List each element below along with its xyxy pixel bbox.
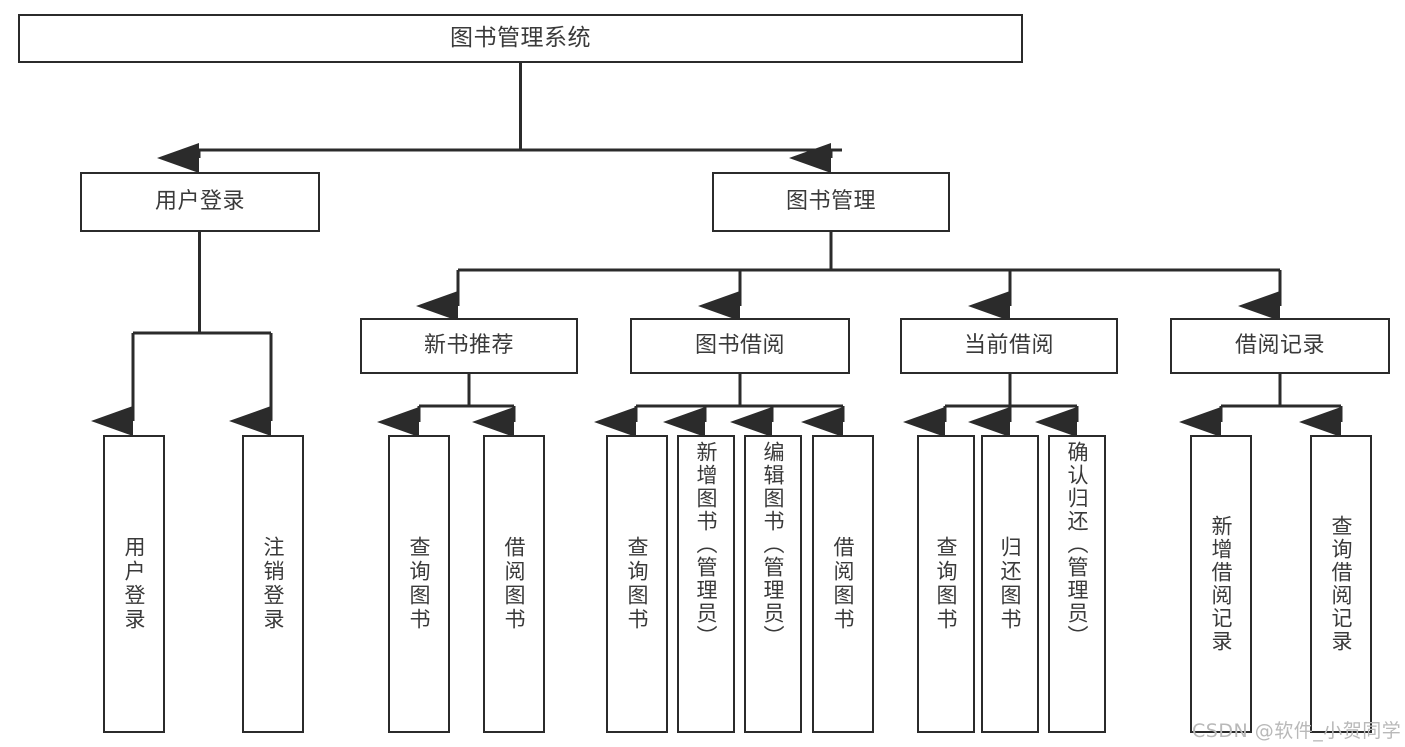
leaf-label: 查询图书 bbox=[934, 536, 959, 632]
node-book-management[interactable]: 图书管理 bbox=[712, 172, 950, 232]
node-label: 新书推荐 bbox=[423, 333, 514, 359]
leaf-query-books-borrow[interactable]: 查询图书 bbox=[606, 435, 668, 733]
leaf-label: 查询图书 bbox=[407, 536, 432, 632]
leaf-label: 注销登录 bbox=[261, 536, 286, 632]
node-user-login[interactable]: 用户登录 bbox=[80, 172, 320, 232]
leaf-logout-login[interactable]: 注销登录 bbox=[242, 435, 304, 733]
leaf-label: 归还图书 bbox=[998, 536, 1023, 632]
leaf-user-login[interactable]: 用户登录 bbox=[103, 435, 165, 733]
node-current-borrow[interactable]: 当前借阅 bbox=[900, 318, 1118, 374]
leaf-query-books-recommend[interactable]: 查询图书 bbox=[388, 435, 450, 733]
node-root-system[interactable]: 图书管理系统 bbox=[18, 14, 1023, 63]
leaf-query-books-current[interactable]: 查询图书 bbox=[917, 435, 975, 733]
leaf-label: 借阅图书 bbox=[502, 536, 527, 632]
leaf-add-borrow-record[interactable]: 新增借阅记录 bbox=[1190, 435, 1252, 733]
leaf-label: 查询图书 bbox=[625, 536, 650, 632]
leaf-add-book-admin[interactable]: 新增图书（管理员） bbox=[677, 435, 735, 733]
node-label: 借阅记录 bbox=[1234, 333, 1325, 359]
leaf-label: 新增图书（管理员） bbox=[694, 441, 719, 648]
leaf-label: 编辑图书（管理员） bbox=[761, 441, 786, 648]
node-label: 图书管理 bbox=[785, 189, 876, 215]
leaf-label: 确认归还（管理员） bbox=[1065, 441, 1090, 648]
leaf-query-borrow-record[interactable]: 查询借阅记录 bbox=[1310, 435, 1372, 733]
node-label: 图书借阅 bbox=[694, 333, 785, 359]
node-book-borrow[interactable]: 图书借阅 bbox=[630, 318, 850, 374]
leaf-edit-book-admin[interactable]: 编辑图书（管理员） bbox=[744, 435, 802, 733]
leaf-label: 用户登录 bbox=[122, 536, 147, 632]
leaf-confirm-return-admin[interactable]: 确认归还（管理员） bbox=[1048, 435, 1106, 733]
csdn-watermark: CSDN @软件_小贺同学 bbox=[1192, 720, 1402, 742]
leaf-return-books[interactable]: 归还图书 bbox=[981, 435, 1039, 733]
leaf-borrow-books-recommend[interactable]: 借阅图书 bbox=[483, 435, 545, 733]
node-new-book-recommend[interactable]: 新书推荐 bbox=[360, 318, 578, 374]
node-borrow-record[interactable]: 借阅记录 bbox=[1170, 318, 1390, 374]
leaf-label: 查询借阅记录 bbox=[1329, 515, 1354, 653]
leaf-label: 借阅图书 bbox=[831, 536, 856, 632]
node-label: 用户登录 bbox=[154, 189, 245, 215]
leaf-label: 新增借阅记录 bbox=[1209, 515, 1234, 653]
leaf-borrow-books[interactable]: 借阅图书 bbox=[812, 435, 874, 733]
node-label: 图书管理系统 bbox=[450, 25, 591, 52]
node-label: 当前借阅 bbox=[963, 333, 1054, 359]
